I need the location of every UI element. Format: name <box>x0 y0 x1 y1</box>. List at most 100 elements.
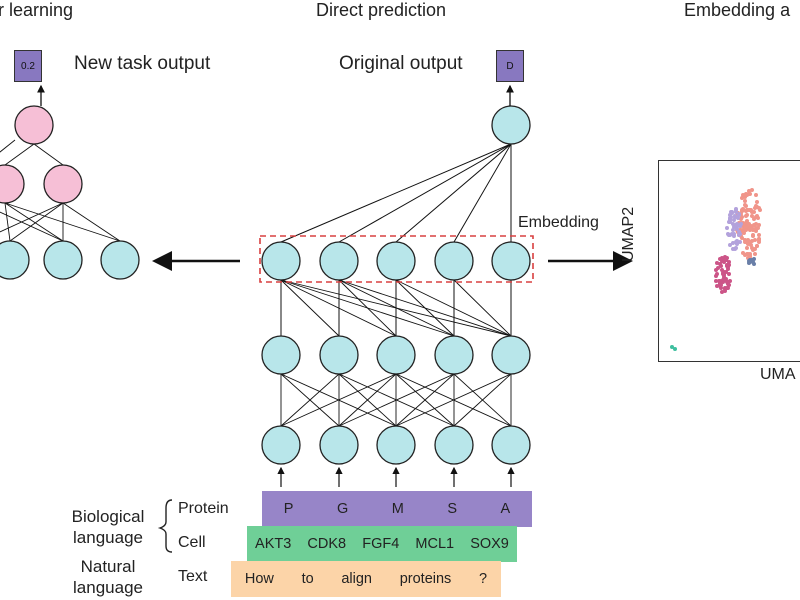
umap-point <box>730 246 735 251</box>
umap-point <box>713 267 718 272</box>
hidden-node <box>319 335 359 375</box>
embedding-analysis-title: Embedding a <box>684 0 791 20</box>
umap-point <box>745 219 750 224</box>
umap-point <box>738 224 743 229</box>
embedding-node <box>261 241 301 281</box>
umap-point <box>733 207 738 212</box>
umap-point <box>727 213 732 218</box>
umap-point <box>749 239 754 244</box>
umap-point <box>731 222 736 227</box>
direct-prediction-title: Direct prediction <box>316 0 447 20</box>
umap-point <box>757 222 762 227</box>
umap-point <box>717 257 722 262</box>
umap-point <box>730 210 735 215</box>
transfer-output-box: 0.2 <box>14 50 42 82</box>
natural-language-label: Natural language <box>73 557 143 597</box>
umap-point <box>742 202 747 207</box>
transfer-base-node <box>100 240 140 280</box>
text-token: proteins <box>399 571 452 587</box>
transfer-base-node <box>43 240 83 280</box>
umap-point <box>727 220 732 225</box>
input-node <box>434 425 474 465</box>
umap-point <box>739 196 744 201</box>
edge <box>395 279 455 337</box>
umap-point <box>749 225 754 230</box>
protein-token: A <box>500 501 511 517</box>
umap-point <box>727 218 732 223</box>
umap-point <box>752 237 757 242</box>
umap-point <box>743 227 748 232</box>
hidden-node <box>491 335 531 375</box>
edge <box>338 373 397 427</box>
transfer-output-node <box>14 105 54 145</box>
edge <box>4 202 121 242</box>
edge <box>395 373 455 427</box>
umap-point <box>726 232 731 237</box>
umap-point <box>744 213 749 218</box>
umap-point <box>749 207 754 212</box>
umap-point <box>731 225 736 230</box>
umap-point <box>751 223 756 228</box>
umap-point <box>743 253 748 258</box>
umap-point <box>723 258 728 263</box>
edge <box>280 143 512 243</box>
transfer-output-value: 0.2 <box>21 60 35 72</box>
umap-point <box>720 256 725 261</box>
edge <box>338 373 455 427</box>
umap-point <box>756 226 761 231</box>
transfer-learning-title: r learning <box>0 0 74 20</box>
protein-token: M <box>391 501 404 517</box>
network-edges <box>0 139 512 427</box>
umap-point <box>722 254 727 259</box>
edge <box>4 143 35 166</box>
umap-point <box>713 273 718 278</box>
text-label: Text <box>178 568 208 585</box>
umap-point <box>750 247 755 252</box>
umap-xlabel: UMA <box>760 366 796 383</box>
input-node <box>319 425 359 465</box>
umap-point <box>749 187 754 192</box>
umap-point <box>725 256 730 261</box>
hidden-node <box>434 335 474 375</box>
biological-language-label: Biological language <box>71 507 145 547</box>
umap-point <box>719 263 724 268</box>
umap-point <box>751 209 756 214</box>
umap-point <box>739 216 744 221</box>
edge <box>4 202 64 242</box>
protein-token: P <box>283 501 294 517</box>
hidden-node <box>376 335 416 375</box>
umap-point <box>733 240 738 245</box>
direct-output-value: D <box>506 60 514 72</box>
umap-point <box>745 192 750 197</box>
umap-point <box>750 214 755 219</box>
input-node <box>491 425 531 465</box>
umap-point <box>741 192 746 197</box>
biological-brace <box>157 499 173 553</box>
umap-point <box>754 221 759 226</box>
transfer-base-node <box>0 240 30 280</box>
edge <box>395 373 512 427</box>
umap-point <box>725 280 729 285</box>
umap-point <box>740 250 745 255</box>
umap-point <box>719 289 724 294</box>
new-task-output-label: New task output <box>74 53 211 74</box>
edge <box>453 279 512 337</box>
umap-point <box>731 231 736 236</box>
protein-label: Protein <box>178 500 229 517</box>
edge <box>280 279 340 337</box>
umap-point <box>734 209 739 214</box>
umap-point <box>755 244 760 249</box>
umap-point <box>748 251 753 256</box>
umap-point <box>714 260 719 265</box>
umap-point <box>740 229 745 234</box>
umap-point <box>753 247 757 252</box>
umap-point <box>721 272 726 277</box>
embedding-node <box>491 241 531 281</box>
umap-point <box>721 279 726 284</box>
edge <box>0 139 16 153</box>
umap-point <box>732 217 737 222</box>
umap-point <box>746 242 751 247</box>
umap-point <box>723 286 728 291</box>
umap-point <box>727 271 732 276</box>
